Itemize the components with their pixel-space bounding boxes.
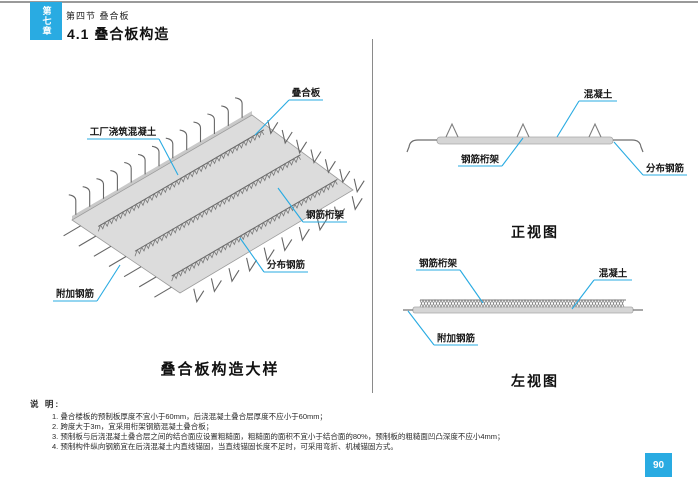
iso-bar-stub [138, 276, 157, 288]
notes-title: 说 明: [30, 399, 61, 409]
front-rebar-hooks [406, 139, 644, 153]
side-view-figure: 钢筋桁架 混凝土 附加钢筋 [403, 258, 643, 346]
iso-truss-webs [97, 130, 265, 232]
top-rule [0, 1, 698, 3]
side-label-additional-rebar: 附加钢筋 [437, 333, 476, 345]
leader-truss [501, 137, 524, 167]
iso-bar-stub [93, 245, 112, 257]
front-truss-peaks [445, 122, 602, 138]
truss-peak [516, 122, 530, 138]
note-item: 1. 叠合楼板的预制板厚度不宜小于60mm，后浇混凝土叠合层厚度不应小于60mm… [52, 412, 328, 421]
iso-hook-up [138, 153, 146, 175]
side-label-truss: 钢筋桁架 [419, 258, 458, 270]
truss-peak [445, 122, 459, 138]
front-view-figure: 混凝土 钢筋桁架 分布钢筋 [406, 89, 687, 176]
iso-hook-up [110, 170, 118, 191]
rebar-hook-left [406, 139, 437, 153]
iso-figure: 叠合板 工厂浇筑混凝土 钢筋桁架 分布钢筋 附加钢筋 [53, 87, 365, 304]
iso-hook-up [193, 121, 202, 143]
iso-hook-up [68, 194, 77, 215]
iso-hook-bottom [193, 288, 205, 304]
front-slab [436, 136, 614, 145]
page-title: 4.1 叠合板构造 [67, 26, 170, 42]
iso-hook-bottom [263, 247, 275, 263]
front-leaders [458, 100, 687, 176]
front-view-caption: 正视图 [511, 224, 559, 240]
side-slab [412, 306, 634, 314]
iso-decor [63, 97, 365, 304]
chapter-tab: 第七章 [30, 2, 62, 40]
side-view-caption: 左视图 [511, 373, 559, 389]
side-truss-webs [419, 299, 625, 309]
iso-label-slab: 叠合板 [292, 87, 321, 99]
iso-hook-up [82, 186, 91, 207]
note-item: 2. 跨度大于3m，宜采用桁架钢筋混凝土叠合板； [52, 422, 214, 431]
iso-slab-edge-band [72, 111, 252, 220]
leader-truss [277, 187, 304, 223]
side-leaders [407, 269, 632, 346]
truss-peak [588, 122, 602, 138]
leader-distribution-rebar [613, 141, 644, 176]
note-item: 3. 预制板与后浇混凝土叠合层之间的结合面应设置粗糙面，粗糙面的面积不宜小于结合… [52, 432, 505, 441]
iso-hook-bottom [298, 226, 310, 242]
iso-hook-right [324, 159, 336, 174]
iso-hook-up [179, 129, 188, 151]
leader-additional-rebar [407, 310, 435, 346]
column-divider [372, 39, 374, 393]
iso-hook-right [281, 129, 293, 145]
leader-factory-concrete [158, 138, 179, 176]
iso-hook-up [207, 113, 215, 134]
iso-hook-up [235, 97, 243, 118]
iso-slab-surface [71, 114, 354, 294]
side-label-concrete: 混凝土 [599, 268, 628, 280]
iso-truss-webs [171, 179, 338, 282]
iso-hook-up [221, 105, 229, 126]
iso-hook-right [310, 149, 322, 164]
side-truss [419, 298, 626, 309]
front-label-truss: 钢筋桁架 [461, 154, 500, 166]
iso-label-additional-rebar: 附加钢筋 [56, 288, 95, 300]
notes-section: 说 明: 1. 叠合楼板的预制板厚度不宜小于60mm，后浇混凝土叠合层厚度不应小… [30, 398, 680, 452]
iso-bar-stub [108, 256, 127, 267]
iso-hook-up [151, 145, 160, 167]
iso-hook-right [353, 178, 365, 194]
leader-slab [254, 99, 290, 136]
iso-leaders [53, 99, 347, 302]
leader-concrete [571, 279, 595, 310]
iso-hook-bottom [210, 278, 222, 293]
iso-bar-stub [123, 266, 142, 278]
leader-additional-rebar [96, 264, 121, 302]
iso-hook-right [339, 168, 351, 184]
chapter-label: 第七章 [41, 6, 52, 36]
iso-bar-stub [78, 235, 97, 247]
iso-label-factory-concrete: 工厂浇筑混凝土 [90, 126, 157, 138]
iso-hook-up [124, 161, 132, 183]
leader-distribution-rebar [239, 237, 265, 273]
iso-hook-right [267, 120, 279, 135]
iso-label-distribution-rebar: 分布钢筋 [267, 259, 306, 271]
iso-bar-stub [63, 225, 81, 237]
iso-hook-bottom [351, 196, 363, 211]
front-label-distribution-rebar: 分布钢筋 [646, 163, 685, 175]
iso-bar-stub [154, 286, 172, 298]
iso-hook-bottom [246, 257, 258, 273]
iso-truss-webs [134, 155, 301, 257]
iso-label-truss: 钢筋桁架 [306, 209, 345, 221]
iso-hook-bottom [281, 237, 293, 252]
leader-concrete [556, 100, 580, 138]
iso-hook-bottom [228, 268, 240, 283]
rebar-hook-right [613, 139, 644, 153]
iso-hook-bottom [334, 206, 346, 222]
page-number-badge: 90 [645, 453, 672, 477]
iso-hook-up [165, 137, 174, 159]
note-item: 4. 预制构件纵向钢筋宜在后浇混凝土内直线锚固，当直线锚固长度不足时，可采用弯折… [52, 442, 398, 451]
iso-hook-right [296, 139, 308, 155]
front-label-concrete: 混凝土 [584, 89, 613, 101]
section-breadcrumb: 第四节 叠合板 [66, 11, 130, 21]
iso-caption: 叠合板构造大样 [160, 361, 280, 378]
leader-truss [459, 269, 484, 304]
iso-hook-up [96, 178, 105, 199]
